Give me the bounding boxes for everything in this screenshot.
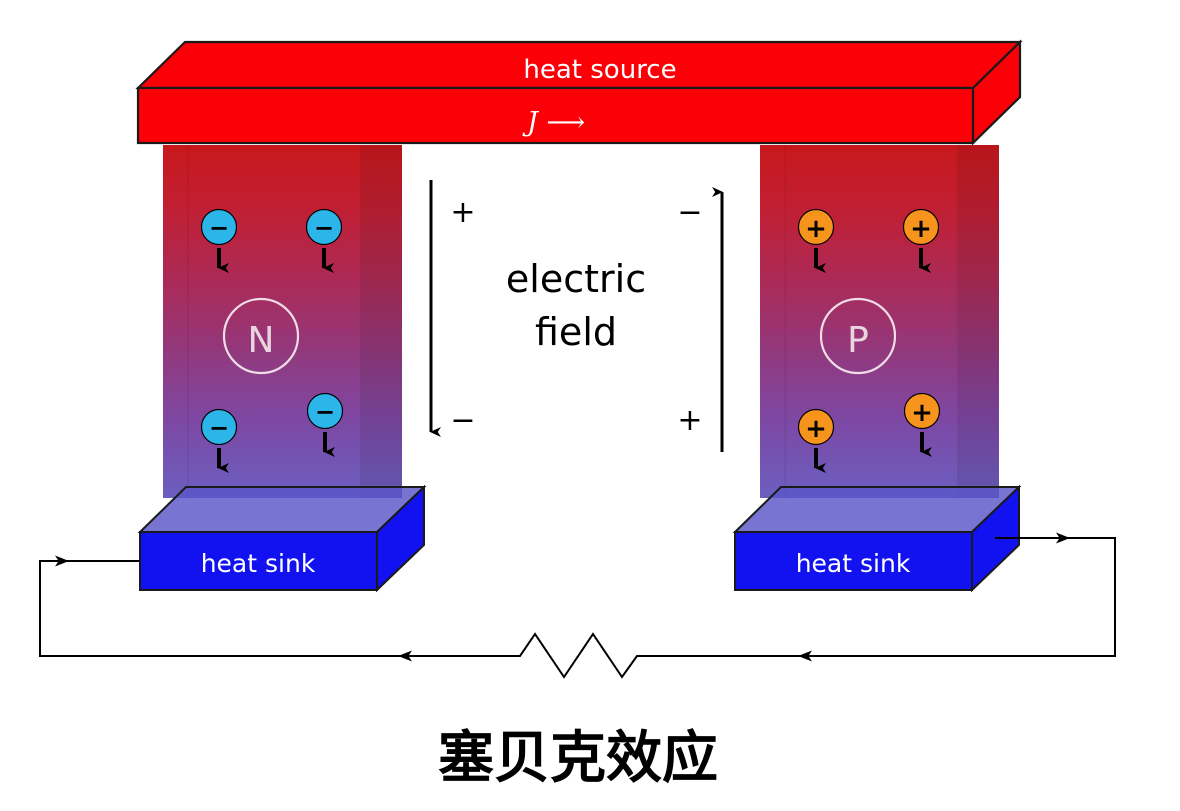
- n-leg-carriers: − − − −: [200, 208, 344, 473]
- n-type-marker: N: [222, 297, 300, 375]
- n-type-circle: [222, 297, 300, 375]
- n-type-label: N: [248, 320, 275, 361]
- n-leg-front-face: [163, 145, 360, 498]
- electron-carrier: −: [200, 208, 238, 273]
- p-leg-group: P + + +: [760, 145, 999, 498]
- heat-source-block: heat source J ⟶: [135, 39, 1023, 146]
- right-heat-sink-label: heat sink: [796, 549, 911, 578]
- n-leg-group: N − − −: [163, 145, 402, 498]
- circuit-wire-right: [768, 537, 1116, 657]
- field-right-bottom-sign: +: [677, 403, 702, 438]
- hole-sign: +: [911, 398, 933, 428]
- hole-circle: [797, 408, 835, 446]
- circuit-arrow-right-top: [1056, 532, 1070, 544]
- p-leg-side-face: [957, 145, 999, 498]
- right-heat-sink: heat sink: [732, 484, 1022, 593]
- electron-circle: [306, 392, 344, 430]
- electron-circle: [305, 208, 343, 246]
- hole-circle: [903, 392, 941, 430]
- electron-circle: [200, 408, 238, 446]
- circuit-wire-left: [39, 560, 412, 657]
- electron-sign: −: [209, 214, 229, 242]
- electron-carrier: −: [200, 408, 238, 473]
- hole-sign: +: [805, 214, 827, 244]
- hole-sign: +: [805, 414, 827, 444]
- electric-field-title-line2: field: [535, 310, 617, 354]
- electron-sign: −: [209, 414, 229, 442]
- electron-circle: [200, 208, 238, 246]
- field-right-top-sign: −: [677, 195, 702, 230]
- right-heat-sink-front-face: [734, 531, 973, 591]
- p-leg-carriers: + + + +: [797, 208, 941, 473]
- electron-sign: −: [314, 214, 334, 242]
- hole-carrier: +: [797, 208, 835, 273]
- hole-carrier: +: [902, 208, 940, 273]
- field-left-top-sign: +: [450, 195, 475, 230]
- left-heat-sink: heat sink: [137, 484, 427, 593]
- hole-carrier: +: [797, 408, 835, 473]
- figure-caption: 塞贝克效应: [438, 726, 718, 791]
- electric-field-title-line1: electric: [506, 257, 646, 301]
- circuit-arrow-bottom-right: [798, 650, 812, 662]
- field-left-bottom-sign: −: [450, 403, 475, 438]
- electron-carrier: −: [305, 208, 343, 273]
- p-type-label: P: [847, 320, 869, 361]
- left-heat-sink-front-face: [139, 531, 378, 591]
- hole-circle: [797, 208, 835, 246]
- left-heat-sink-label: heat sink: [201, 549, 316, 578]
- circuit-arrow-left-top: [55, 555, 69, 567]
- electron-carrier: −: [306, 392, 344, 457]
- electric-field-group: + − − + electric field: [429, 180, 724, 452]
- circuit-arrow-bottom-left: [398, 650, 412, 662]
- load-resistor: [412, 632, 768, 679]
- n-leg-side-face: [360, 145, 402, 498]
- heat-source-label: heat source: [523, 55, 676, 85]
- external-circuit: [39, 532, 1116, 679]
- p-leg-front-face: [760, 145, 957, 498]
- hole-carrier: +: [903, 392, 941, 457]
- electron-sign: −: [315, 398, 335, 426]
- right-heat-sink-top-face: [732, 486, 1022, 533]
- left-heat-sink-top-face: [137, 486, 427, 533]
- hole-circle: [902, 208, 940, 246]
- p-type-marker: P: [819, 297, 897, 375]
- heat-source-front-face: [136, 86, 975, 145]
- hole-sign: +: [910, 214, 932, 244]
- current-density-label: J ⟶: [522, 107, 585, 138]
- p-type-circle: [819, 297, 897, 375]
